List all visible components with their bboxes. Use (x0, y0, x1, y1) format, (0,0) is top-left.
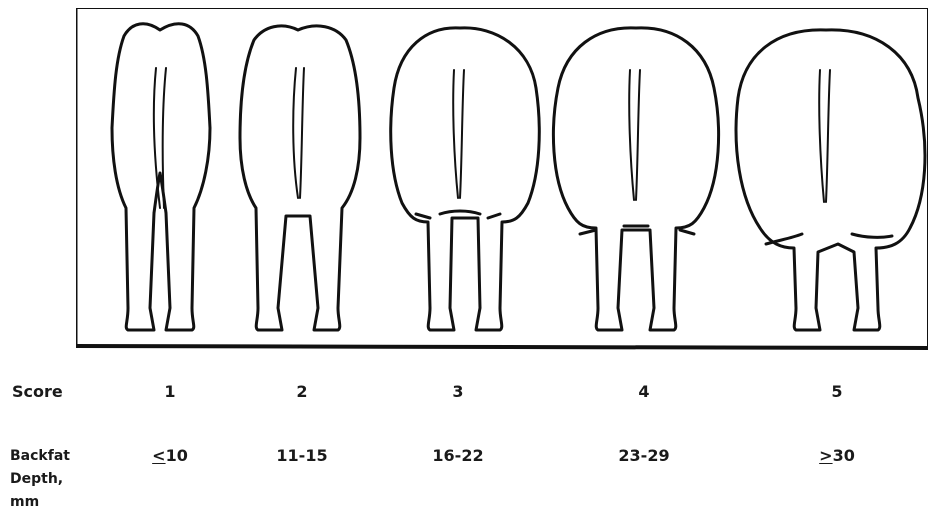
body-condition-silhouettes (76, 8, 928, 350)
silhouette-score-3 (391, 28, 540, 330)
illustration-panel (76, 8, 928, 350)
score-5: 5 (797, 382, 877, 401)
backfat-value: 11-15 (276, 446, 327, 465)
backfat-prefix: > (819, 446, 832, 465)
silhouette-score-2 (240, 26, 360, 330)
backfat-prefix: < (152, 446, 165, 465)
backfat-score-5: >30 (797, 446, 877, 465)
frame-bottom (76, 346, 928, 348)
score-1: 1 (130, 382, 210, 401)
backfat-score-2: 11-15 (262, 446, 342, 465)
score-2: 2 (262, 382, 342, 401)
backfat-value: 30 (833, 446, 855, 465)
backfat-value: 23-29 (618, 446, 669, 465)
backfat-label-line: Backfat (10, 445, 80, 468)
score-row-label: Score (12, 382, 63, 401)
backfat-row-label: Backfat Depth, mm (10, 445, 80, 514)
backfat-value: 16-22 (432, 446, 483, 465)
backfat-score-3: 16-22 (418, 446, 498, 465)
silhouette-score-4 (553, 28, 718, 330)
score-4: 4 (604, 382, 684, 401)
silhouette-score-1 (112, 24, 210, 330)
score-3: 3 (418, 382, 498, 401)
silhouette-score-5 (736, 30, 925, 330)
backfat-value: 10 (166, 446, 188, 465)
backfat-label-line: mm (10, 491, 80, 514)
backfat-score-4: 23-29 (604, 446, 684, 465)
backfat-score-1: <10 (130, 446, 210, 465)
backfat-label-line: Depth, (10, 468, 80, 491)
